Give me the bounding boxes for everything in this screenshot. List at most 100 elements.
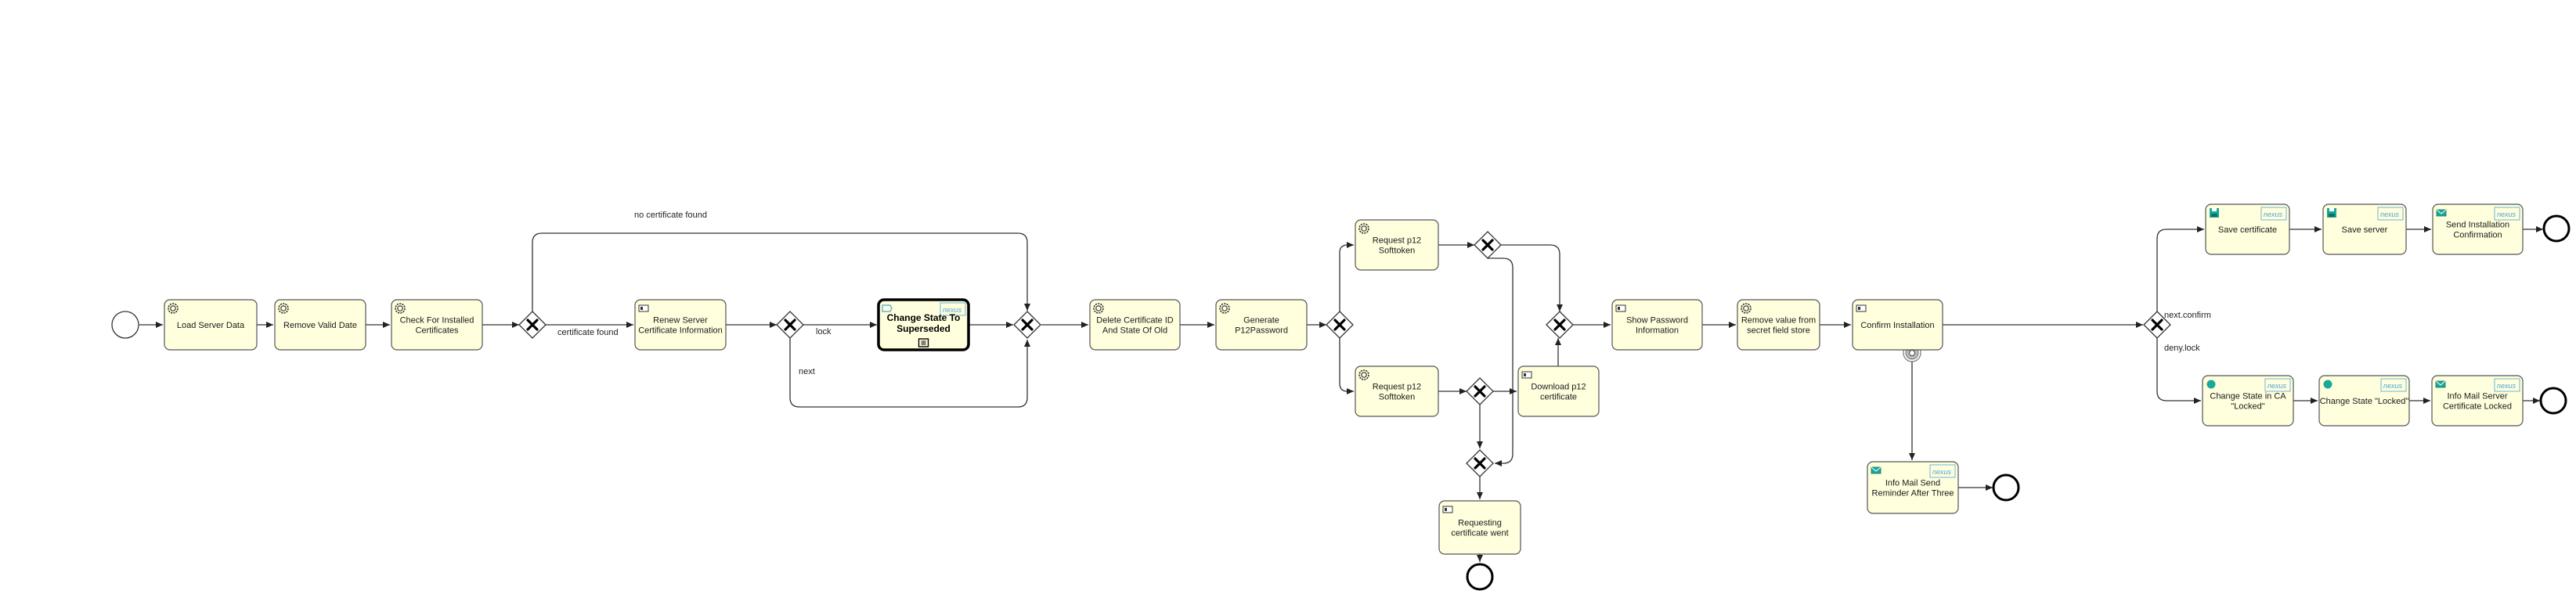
svg-text:nexus: nexus [2497, 382, 2516, 390]
task-label: Change State in CA [2210, 392, 2286, 401]
save-icon [2210, 208, 2219, 218]
gateways [518, 231, 2171, 477]
gateway-request-bottom-result[interactable] [1466, 377, 1494, 405]
events [111, 214, 2571, 591]
task-label: Confirmation [2453, 231, 2502, 240]
task-confirm-installation[interactable]: Confirm Installation [1852, 299, 1943, 351]
nexus-logo-icon: nexus [1929, 464, 1956, 478]
end-event-reminder[interactable] [1992, 473, 2020, 502]
task-load-server-data[interactable]: Load Server Data [164, 299, 258, 351]
svg-text:nexus: nexus [2497, 211, 2516, 218]
dot-icon [2323, 380, 2332, 389]
task-label: Send Installation [2446, 221, 2509, 230]
gateway-certificate-check[interactable] [518, 311, 547, 339]
task-label: Generate [1243, 316, 1279, 326]
task-label: Info Mail Send [1885, 479, 1940, 488]
svg-text:nexus: nexus [2268, 382, 2287, 390]
edge-label-lock: lock [816, 327, 832, 337]
gateway-confirm-decision[interactable] [2143, 311, 2171, 339]
exclusive-gateway-x-icon [784, 319, 796, 331]
edge-label-next-confirm: next.confirm [2164, 311, 2211, 320]
task-label: certificate went [1451, 529, 1508, 538]
user-form-icon [638, 304, 649, 312]
collapsed-subprocess-marker-icon [918, 338, 929, 347]
nexus-logo-icon: nexus [940, 302, 966, 316]
flow-next [789, 338, 1030, 408]
flow-split-to-request-bottom [1339, 338, 1354, 394]
end-event-confirmed[interactable] [2542, 214, 2571, 243]
task-label: Reminder After Three [1872, 489, 1954, 499]
edge-label-deny-lock: deny.lock [2164, 344, 2200, 353]
task-label: Softtoken [1379, 247, 1415, 256]
task-label: And State Of Old [1102, 326, 1167, 336]
task-label: Save certificate [2218, 225, 2277, 235]
gateway-join-superseded[interactable] [1013, 311, 1041, 339]
nexus-logo-icon: nexus [2264, 378, 2291, 392]
exclusive-gateway-x-icon [1021, 319, 1034, 331]
task-label: Change State "Locked" [2320, 397, 2409, 406]
task-label: Change State To [887, 312, 961, 323]
timer-icon [1909, 350, 1915, 356]
task-label: Requesting [1458, 519, 1502, 528]
flow-labels: no certificate found certificate found l… [557, 211, 2211, 376]
task-label: Remove Valid Date [283, 321, 357, 330]
gateway-join-failed[interactable] [1466, 449, 1494, 477]
flow-next-confirm [2156, 226, 2204, 311]
tasks: Load Server Data Remove Valid Date Check F… [164, 203, 2524, 555]
save-icon [2327, 208, 2336, 218]
task-label: Superseded [897, 323, 951, 334]
mail-icon [2436, 209, 2447, 217]
task-label: Certificate Locked [2443, 402, 2512, 412]
task-label: Confirm Installation [1860, 321, 1934, 330]
task-label: Download p12 [1531, 383, 1586, 392]
task-remove-valid-date[interactable]: Remove Valid Date [274, 299, 366, 351]
gateway-lock-or-next[interactable] [776, 311, 804, 339]
user-form-icon [1856, 304, 1867, 312]
flow-split-to-request-top [1339, 242, 1354, 311]
exclusive-gateway-x-icon [1474, 385, 1486, 398]
gateway-join-download[interactable] [1546, 311, 1574, 339]
start-event[interactable] [111, 311, 139, 339]
nexus-logo-icon: nexus [2494, 207, 2520, 221]
edge-label-next: next [799, 367, 815, 376]
flow-gateway-top-to-join [1501, 244, 1563, 311]
mail-icon [1871, 466, 1881, 474]
edge-label-certificate-found: certificate found [557, 328, 619, 337]
end-event-locked[interactable] [2539, 387, 2567, 415]
gateway-split-requests[interactable] [1326, 311, 1354, 339]
exclusive-gateway-x-icon [526, 319, 539, 331]
flow-no-certificate-found [532, 232, 1030, 311]
task-label: P12Password [1235, 326, 1288, 336]
gateway-request-top-result[interactable] [1474, 231, 1502, 259]
end-event-requesting-failed[interactable] [1466, 563, 1494, 591]
nexus-logo-icon: nexus [2377, 207, 2404, 221]
exclusive-gateway-x-icon [1333, 319, 1346, 331]
exclusive-gateway-x-icon [1553, 319, 1566, 331]
edge-label-no-certificate-found: no certificate found [634, 211, 707, 220]
task-label: Check For Installed [400, 316, 474, 326]
task-label: Delete Certificate ID [1096, 316, 1173, 326]
user-form-icon [1521, 371, 1532, 379]
task-label: Save server [2342, 225, 2388, 235]
task-label: certificate [1540, 393, 1577, 402]
task-label: Softtoken [1379, 393, 1415, 402]
